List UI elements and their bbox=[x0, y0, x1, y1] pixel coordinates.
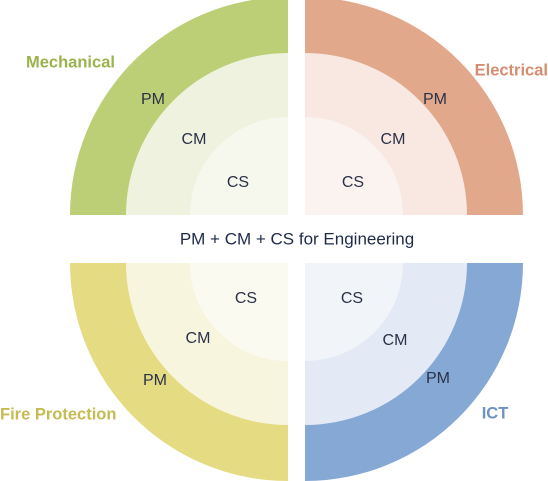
ict-cs-label: CS bbox=[341, 290, 363, 307]
fire-protection-cm-label: CM bbox=[186, 330, 211, 347]
electrical-cs-label: CS bbox=[342, 174, 364, 191]
mechanical-cm-label: CM bbox=[182, 131, 207, 148]
electrical-pm-label: PM bbox=[423, 91, 447, 108]
center-title: PM + CM + CS for Engineering bbox=[180, 229, 414, 248]
electrical-cm-label: CM bbox=[381, 131, 406, 148]
mechanical-cs-label: CS bbox=[227, 174, 249, 191]
fire-protection-inner-ring bbox=[190, 263, 288, 361]
mechanical-pm-label: PM bbox=[141, 91, 165, 108]
mechanical-label: Mechanical bbox=[26, 53, 115, 71]
ict-cm-label: CM bbox=[383, 332, 408, 349]
quadrant-mechanical: PM CM CS Mechanical bbox=[26, 0, 288, 215]
fire-protection-pm-label: PM bbox=[143, 372, 167, 389]
electrical-inner-ring bbox=[305, 117, 403, 215]
ict-label: ICT bbox=[482, 404, 509, 422]
fire-protection-cs-label: CS bbox=[235, 290, 257, 307]
electrical-label: Electrical bbox=[475, 61, 548, 79]
quadrant-fire-protection: CS CM PM Fire Protection bbox=[0, 263, 288, 481]
mechanical-inner-ring bbox=[190, 117, 288, 215]
ict-pm-label: PM bbox=[426, 370, 450, 387]
ict-inner-ring bbox=[305, 263, 403, 361]
quadrant-ict: CS CM PM ICT bbox=[305, 263, 523, 481]
quadrant-electrical: PM CM CS Electrical bbox=[305, 0, 548, 215]
fire-protection-label: Fire Protection bbox=[0, 405, 116, 423]
